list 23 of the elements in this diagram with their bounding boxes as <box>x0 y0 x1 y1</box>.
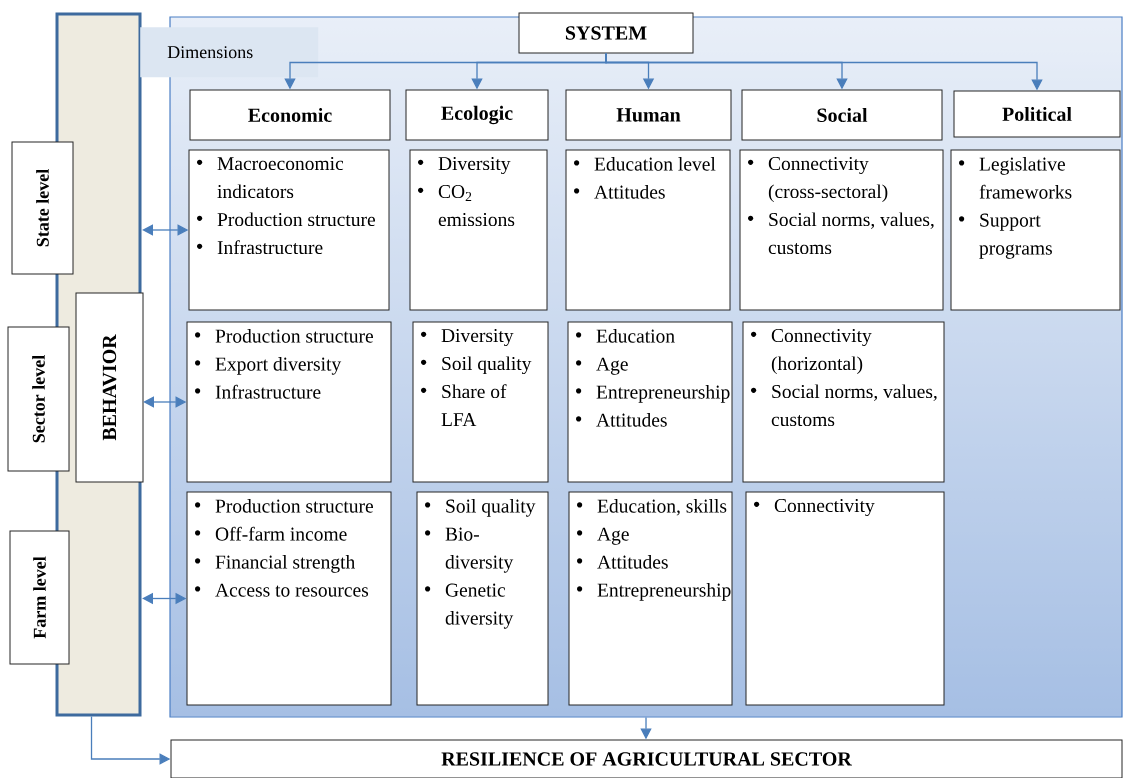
level-box: State level <box>11 141 74 275</box>
level-box: Sector level <box>7 326 70 472</box>
header-box: Human <box>565 89 732 141</box>
indicator-box: Education, skills Age Attitudes Entrepreneurship <box>568 491 733 706</box>
indicator-box: Connectivity (horizontal) Social norms, values, customs <box>742 321 945 483</box>
indicator-box: Production structure Off-farm income Financial strength Access to resources <box>186 491 392 706</box>
indicator-box: Education Age Entrepreneurship Attitudes <box>567 321 733 483</box>
result-box: RESILIENCE OF AGRICULTURAL SECTOR <box>170 739 1123 778</box>
indicator-box: Diversity Soil quality Share of LFA <box>412 321 549 483</box>
indicator-box: Soil quality Bio-diversity Genetic diversity <box>416 491 549 706</box>
indicator-box: Production structure Export diversity Infrastructure <box>186 321 392 483</box>
header-box: Economic <box>189 89 391 141</box>
indicator-box: Diversity CO$_{2}$ emissions <box>409 149 548 311</box>
indicator-box: Education level Attitudes <box>565 149 731 311</box>
indicator-box: Connectivity <box>745 491 945 706</box>
header-box: Ecologic <box>405 89 549 141</box>
indicator-box: Connectivity (cross-sectoral) Social norms, values, customs <box>739 149 944 311</box>
level-box: Farm level <box>9 530 70 665</box>
header-box: Political <box>953 90 1121 138</box>
header-box: SYSTEM <box>518 12 694 54</box>
indicator-box: Macroeconomic indicators Production structure Infrastructure <box>188 149 390 311</box>
indicator-box: Legislative frameworks Support programs <box>950 149 1121 311</box>
header-box: Social <box>741 89 943 141</box>
